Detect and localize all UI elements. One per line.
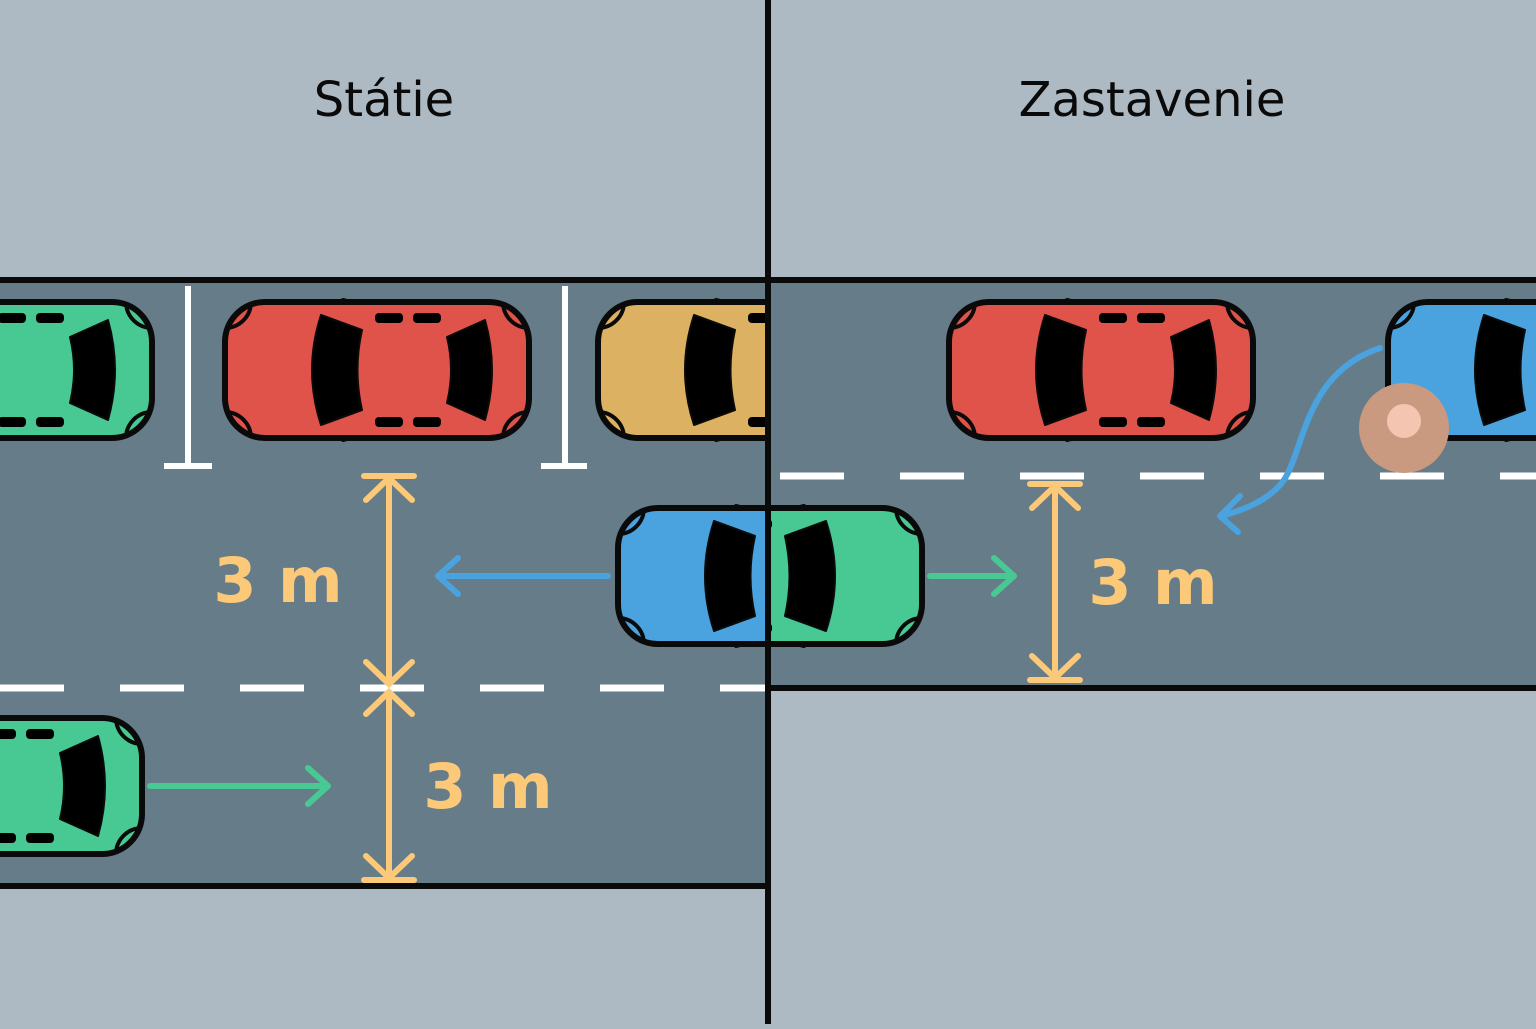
- car-icon: [0, 299, 155, 441]
- measure-left-upper: [361, 473, 417, 689]
- arrow-right-green-bottom: [147, 765, 331, 807]
- car-icon: [770, 504, 925, 648]
- measure-right: [1027, 481, 1083, 683]
- car-icon: [946, 298, 1256, 442]
- car-red-stopped: [946, 298, 1256, 442]
- panel-title-statie: Státie: [313, 72, 455, 128]
- parking-bay-lines: [164, 286, 587, 469]
- arrow-right-green-mid: [927, 555, 1017, 597]
- arrow-left-blue: [435, 555, 611, 597]
- measure-label-right: 3 m: [1088, 546, 1217, 619]
- car-green-passing: [770, 504, 925, 648]
- car-icon: [595, 298, 766, 442]
- arrow-pedestrian-path: [1217, 345, 1383, 535]
- measure-label-left-upper: 3 m: [213, 544, 342, 617]
- car-red-parked: [222, 298, 532, 442]
- pedestrian-head-icon: [1387, 404, 1421, 438]
- panel-title-zastavenie: Zastavenie: [1018, 72, 1286, 128]
- car-icon: [615, 504, 766, 648]
- measure-label-left-lower: 3 m: [423, 750, 552, 823]
- car-blue-driving: [615, 504, 766, 648]
- car-icon: [0, 715, 145, 857]
- car-green-driving: [0, 715, 145, 857]
- car-icon: [222, 298, 532, 442]
- measure-left-lower: [361, 687, 417, 883]
- car-green-parked: [0, 299, 155, 441]
- car-yellow-parked: [595, 298, 766, 442]
